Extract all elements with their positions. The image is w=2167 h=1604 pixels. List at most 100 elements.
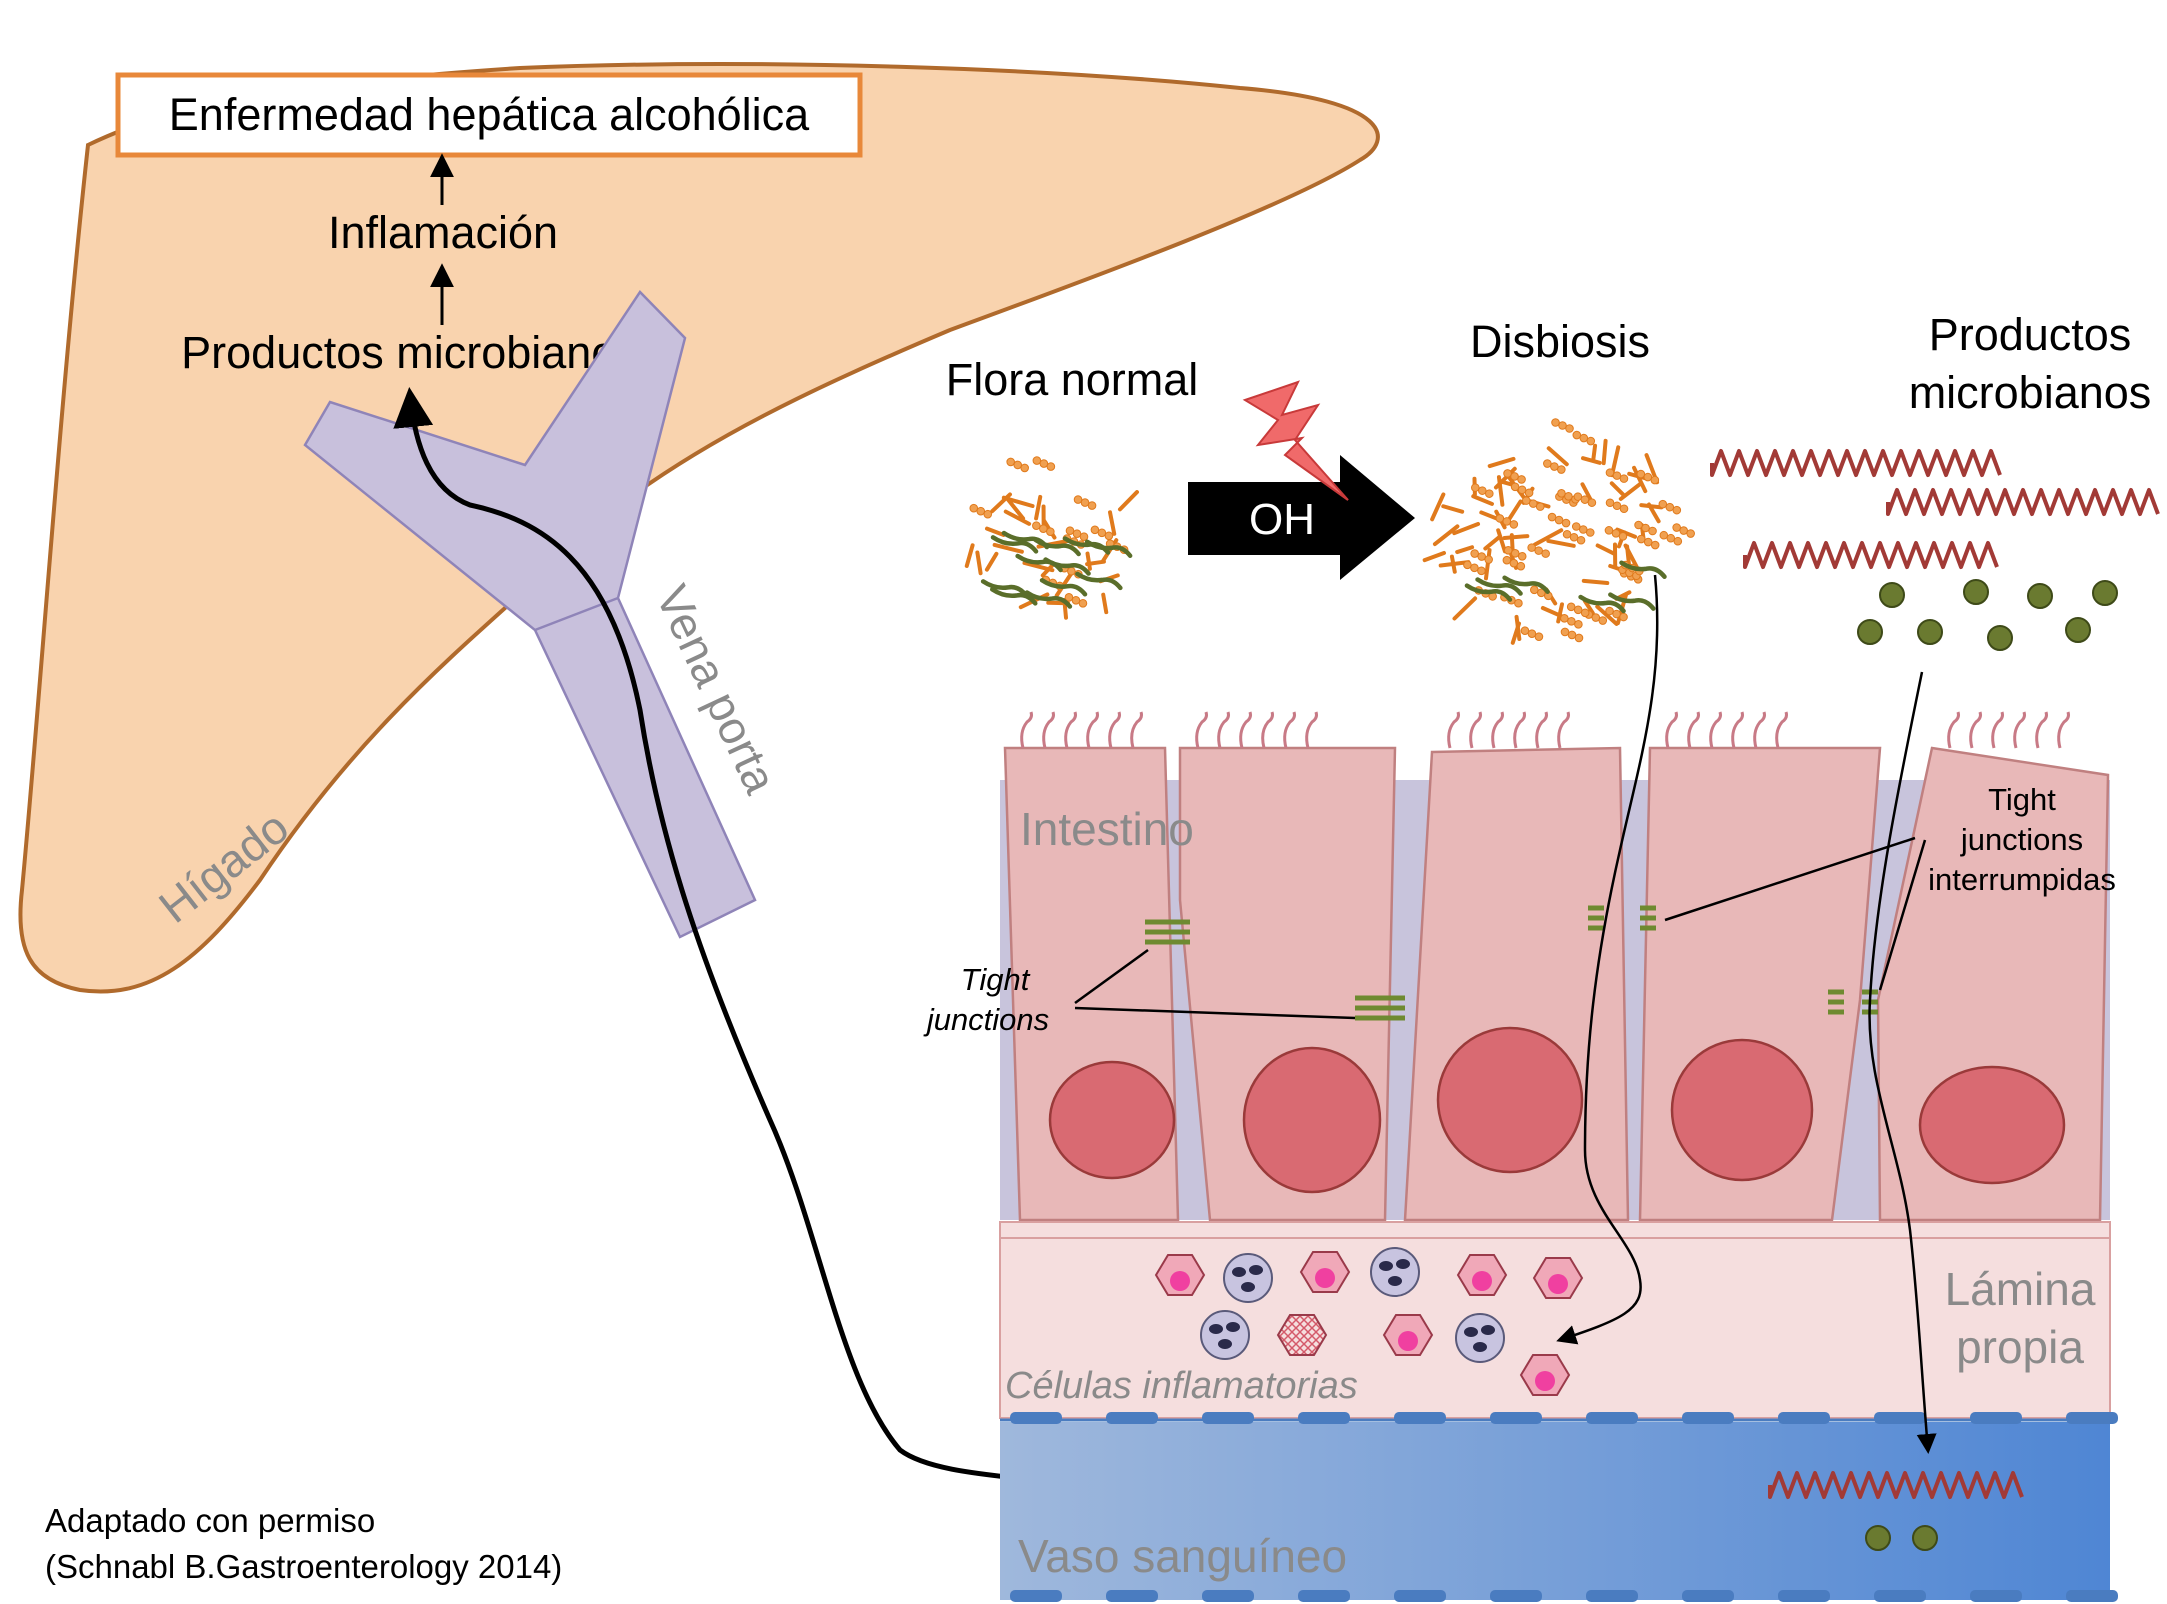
coccus bbox=[1534, 546, 1543, 555]
coccus bbox=[1073, 495, 1083, 504]
coccus bbox=[1650, 540, 1660, 550]
rod-bacterium bbox=[1609, 481, 1627, 498]
macrophage-nucleus bbox=[1548, 1274, 1568, 1294]
coccus bbox=[1571, 522, 1581, 531]
coccus bbox=[1517, 485, 1527, 495]
rod-bacterium bbox=[1003, 509, 1032, 526]
translocation-path-dysbiosis bbox=[1556, 574, 1659, 1345]
vessel-wall-segment bbox=[1010, 1590, 1062, 1602]
dysbiosis-cluster bbox=[1422, 418, 1695, 645]
rod-bacterium bbox=[1452, 521, 1481, 536]
coccus bbox=[1104, 531, 1114, 541]
rod-bacterium bbox=[1646, 502, 1661, 524]
coccus bbox=[1065, 526, 1075, 535]
coccus bbox=[1576, 535, 1586, 545]
coccus bbox=[1541, 549, 1550, 558]
curved-bacterium bbox=[1039, 578, 1088, 597]
coccus bbox=[1510, 472, 1519, 481]
coccus bbox=[1517, 475, 1526, 484]
coccus bbox=[1659, 530, 1669, 540]
vessel-wall-segment bbox=[2066, 1590, 2118, 1602]
vessel-wall-segment bbox=[1202, 1590, 1254, 1602]
coccus bbox=[1650, 475, 1660, 485]
coccus bbox=[1032, 521, 1041, 530]
coccus bbox=[1565, 424, 1574, 433]
coccus bbox=[1618, 532, 1628, 541]
curved-bacterium bbox=[1464, 583, 1513, 602]
credit-line1: Adaptado con permiso bbox=[45, 1502, 375, 1539]
coccus bbox=[1510, 548, 1520, 558]
rod-bacterium bbox=[1502, 534, 1530, 541]
rod-bacterium bbox=[1001, 495, 1035, 509]
rod-bacterium bbox=[1085, 551, 1092, 571]
normal-flora-label: Flora normal bbox=[946, 354, 1199, 405]
vessel-wall bbox=[1000, 1412, 2118, 1602]
rod-bacterium bbox=[992, 542, 1024, 554]
rod-bacterium bbox=[1422, 550, 1446, 563]
microbial-particle bbox=[1857, 619, 1883, 645]
spirochete bbox=[1743, 541, 1999, 569]
coccus bbox=[1527, 543, 1536, 552]
curved-bacterium bbox=[1608, 592, 1656, 611]
curved-bacterium bbox=[1024, 590, 1073, 609]
coccus bbox=[1586, 436, 1596, 446]
coccus bbox=[1580, 495, 1590, 504]
lamina-propria-label-line1: Lámina bbox=[1945, 1263, 2096, 1315]
lumen-microbial-products-line1: Productos bbox=[1929, 309, 2132, 360]
microvillus bbox=[1665, 711, 1678, 749]
neutrophil-lobe bbox=[1232, 1267, 1246, 1277]
coccus bbox=[983, 509, 993, 519]
intestine-label: Intestino bbox=[1020, 803, 1194, 855]
translocation-path-products bbox=[1868, 671, 1937, 1454]
coccus bbox=[1562, 529, 1572, 539]
vessel-wall-segment bbox=[2066, 1412, 2118, 1424]
coccus bbox=[1543, 459, 1552, 468]
coccus bbox=[1471, 483, 1480, 492]
microbial-particle bbox=[2065, 617, 2091, 643]
coccus bbox=[1574, 633, 1584, 643]
vessel-wall-segment bbox=[1970, 1412, 2022, 1424]
coccus bbox=[1502, 517, 1512, 526]
microvillus bbox=[1535, 711, 1548, 749]
coccus bbox=[1470, 563, 1479, 573]
coccus bbox=[1090, 525, 1100, 535]
coccus bbox=[1039, 459, 1049, 468]
vessel-wall-segment bbox=[1970, 1590, 2022, 1602]
coccus bbox=[1636, 534, 1646, 544]
coccus bbox=[1564, 492, 1573, 501]
coccus bbox=[1605, 498, 1615, 508]
circulating-particle bbox=[1865, 1525, 1891, 1551]
mast-cell bbox=[1276, 1314, 1328, 1356]
tight-junctions-label-line1: Tight bbox=[961, 962, 1031, 997]
coccus bbox=[1521, 496, 1531, 505]
neutrophil-lobe bbox=[1473, 1342, 1487, 1352]
disrupted-tj-label-line3: interrumpidas bbox=[1928, 862, 2116, 897]
coccus bbox=[1528, 499, 1538, 508]
coccus bbox=[1612, 471, 1622, 480]
macrophage-nucleus bbox=[1315, 1268, 1335, 1288]
coccus bbox=[1612, 609, 1621, 619]
rod-bacterium bbox=[1441, 504, 1465, 514]
coccus bbox=[1097, 528, 1107, 538]
microvillus bbox=[1775, 711, 1788, 749]
rod-bacterium bbox=[1595, 604, 1619, 626]
curved-bacterium bbox=[1075, 571, 1123, 591]
coccus bbox=[1020, 463, 1029, 473]
coccus bbox=[1516, 561, 1526, 571]
neutrophil-lobe bbox=[1249, 1265, 1263, 1275]
neutrophil-lobe bbox=[1388, 1276, 1402, 1286]
microvillus bbox=[1020, 711, 1033, 749]
curved-bacterium bbox=[990, 535, 1039, 554]
coccus bbox=[1580, 608, 1590, 618]
rod-bacterium bbox=[1496, 475, 1505, 507]
neutrophil-lobe bbox=[1241, 1282, 1255, 1292]
curved-bacterium bbox=[1502, 575, 1550, 594]
rod-bacterium bbox=[1546, 446, 1569, 467]
coccus bbox=[1554, 515, 1564, 525]
coccus bbox=[1006, 457, 1015, 467]
cell-nucleus bbox=[1670, 1038, 1814, 1182]
microvillus bbox=[1513, 711, 1526, 749]
microvillus bbox=[1687, 711, 1700, 749]
curved-bacterium bbox=[1578, 594, 1626, 614]
rod-bacterium bbox=[1432, 524, 1460, 547]
